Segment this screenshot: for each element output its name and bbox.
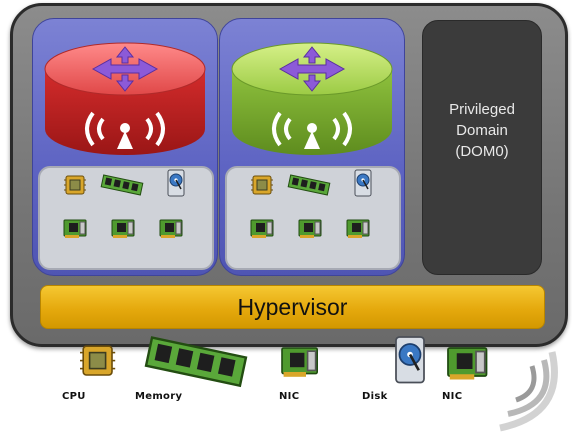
- nic-wireless-label: NIC: [442, 391, 463, 402]
- cpu-label: CPU: [62, 391, 86, 402]
- wireless-waves-icon: [499, 351, 558, 432]
- nic-wireless-icon: [447, 347, 488, 381]
- router-green-icon: [231, 42, 393, 155]
- nic-icon: [281, 347, 319, 378]
- virtual-devices-icons: [63, 169, 185, 239]
- dom0-line2: Domain: [456, 122, 508, 139]
- vm-virtual-hardware: [38, 166, 214, 270]
- virtualization-host: Privileged Domain (DOM0) Hypervisor: [10, 3, 568, 347]
- hypervisor-layer: Hypervisor: [40, 285, 545, 329]
- memory-label: Memory: [135, 391, 183, 402]
- nic-label: NIC: [279, 391, 300, 402]
- vm-red-router: [32, 18, 218, 276]
- disk-label: Disk: [362, 391, 388, 402]
- dom0-line3: (DOM0): [455, 143, 509, 160]
- hypervisor-label: Hypervisor: [237, 294, 348, 320]
- vm-virtual-hardware: [225, 166, 401, 270]
- router-red-icon: [44, 42, 206, 155]
- privileged-domain-dom0: Privileged Domain (DOM0): [422, 20, 542, 275]
- virtual-devices-icons: [250, 169, 372, 239]
- cpu-icon: [79, 345, 116, 376]
- dom0-line1: Privileged: [449, 101, 515, 118]
- vm-green-router: [219, 18, 405, 276]
